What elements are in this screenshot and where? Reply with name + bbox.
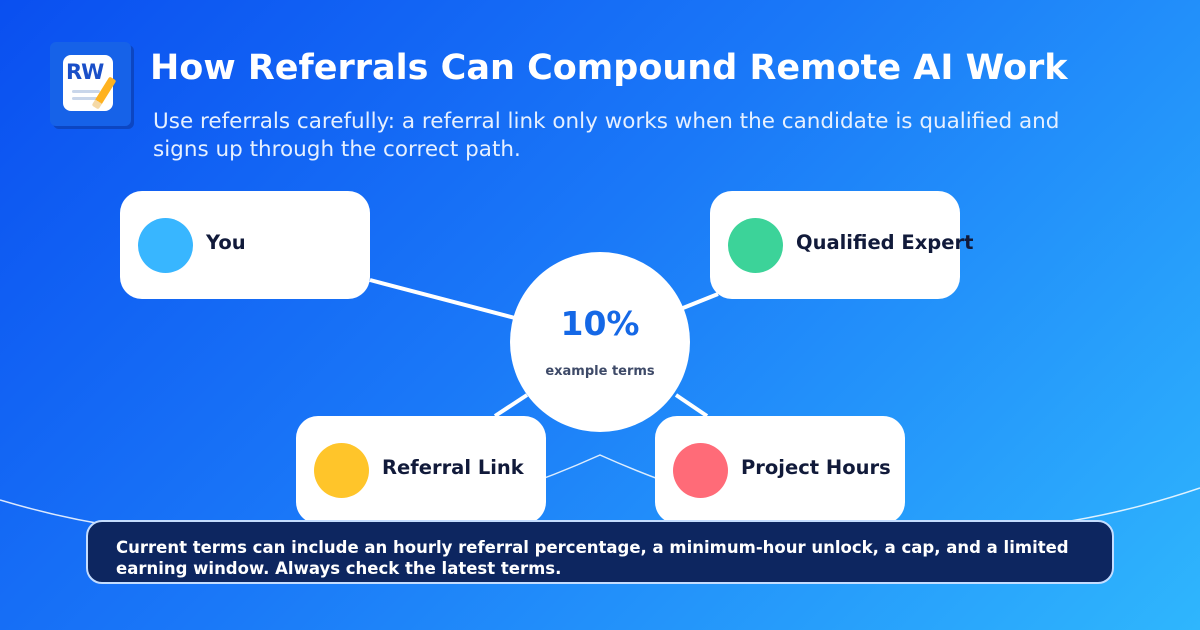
center-hub: 10% example terms xyxy=(510,252,690,432)
logo: RW xyxy=(50,42,131,126)
node-referral-link: Referral Link xyxy=(296,416,546,524)
terms-note-banner: Current terms can include an hourly refe… xyxy=(86,520,1114,584)
node-you: You xyxy=(120,191,370,299)
connector-expert xyxy=(682,292,719,310)
node-dot xyxy=(673,443,728,498)
center-percentage: 10% xyxy=(560,304,640,343)
node-label: Qualified Expert xyxy=(796,231,974,254)
logo-lines xyxy=(72,90,100,104)
page-subtitle: Use referrals carefully: a referral link… xyxy=(153,109,1060,162)
page-title: How Referrals Can Compound Remote AI Wor… xyxy=(150,48,1068,88)
node-label: You xyxy=(206,231,246,254)
node-dot xyxy=(314,443,369,498)
logo-text: RW xyxy=(66,60,104,84)
node-qualified-expert: Qualified Expert xyxy=(710,191,973,299)
node-label: Referral Link xyxy=(382,456,524,479)
terms-note-text: Current terms can include an hourly refe… xyxy=(116,538,1069,578)
node-project-hours: Project Hours xyxy=(655,416,905,524)
node-dot xyxy=(138,218,193,273)
connector-project-hours xyxy=(674,393,709,418)
connector-you xyxy=(369,278,516,320)
node-dot xyxy=(728,218,783,273)
node-label: Project Hours xyxy=(741,456,891,479)
center-caption: example terms xyxy=(545,364,655,379)
connector-referral-link xyxy=(493,393,529,418)
